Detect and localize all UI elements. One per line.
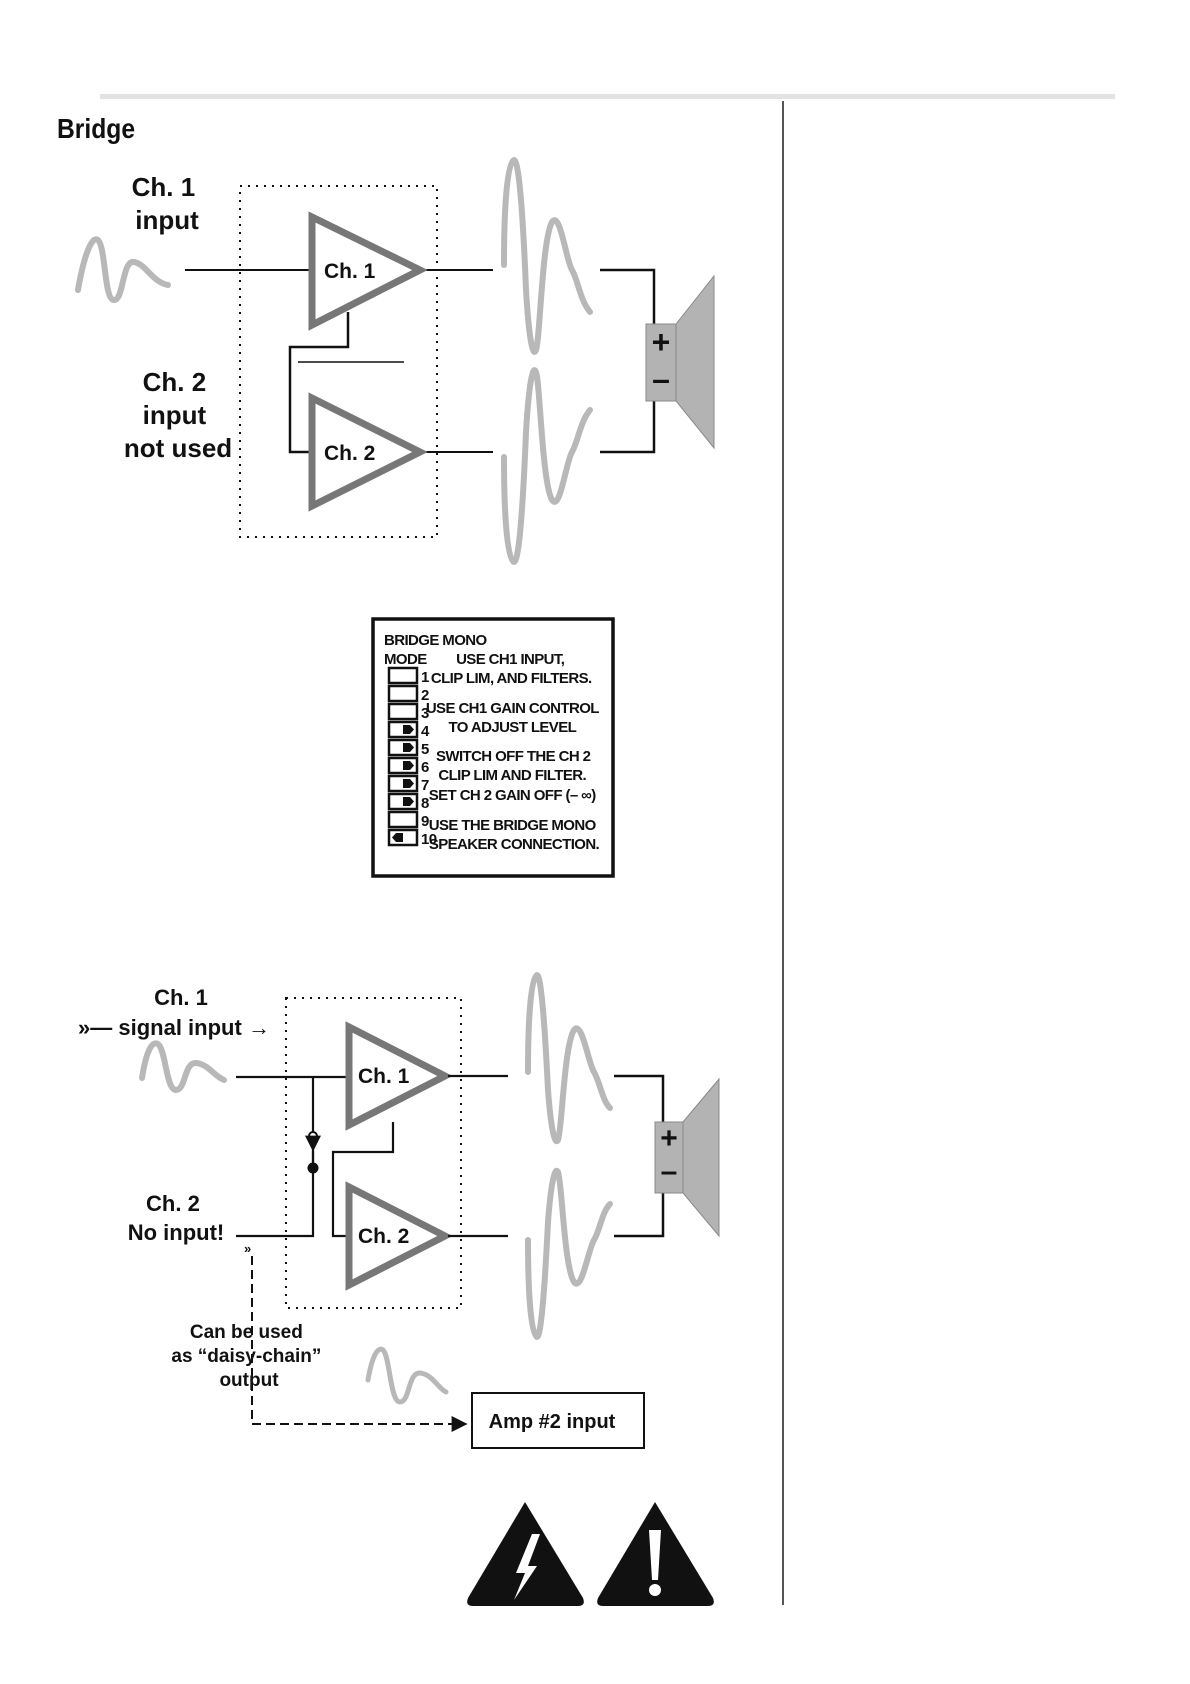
switch-number-4: 4 bbox=[421, 723, 430, 740]
ch1-amp-label: Ch. 1 bbox=[324, 260, 376, 283]
speaker-minus-symbol: – bbox=[652, 361, 670, 397]
daisy-chain-label-line1: Can be used bbox=[190, 1322, 303, 1343]
instruction-line-8: USE THE BRIDGE MONO bbox=[429, 817, 597, 834]
ch2-amplifier-2 bbox=[345, 1181, 453, 1291]
switch-number-1: 1 bbox=[421, 669, 429, 686]
dip-switch-1 bbox=[387, 666, 419, 685]
svg-text:»— signal input →: »— signal input → bbox=[78, 1015, 270, 1040]
switch-number-2: 2 bbox=[421, 687, 429, 704]
dip-switch-10-actuator bbox=[392, 833, 403, 842]
ch2-output-wave bbox=[501, 367, 593, 566]
ch1-signal-arrow-right: → bbox=[248, 1015, 270, 1040]
switch-number-7: 7 bbox=[421, 777, 429, 794]
switch-number-10: 10 bbox=[421, 831, 437, 848]
ch2-output-wave-2 bbox=[525, 1167, 613, 1341]
speaker-plus-symbol: + bbox=[652, 324, 671, 360]
svg-text:Ch. 2 No input!: Ch. 2 No input! bbox=[128, 1191, 225, 1245]
ch1-input-label-line2: input bbox=[135, 205, 199, 235]
exclamation-warning-icon bbox=[597, 1502, 714, 1606]
dip-switch-8-actuator bbox=[403, 797, 414, 806]
daisy-chain-line bbox=[251, 1256, 468, 1432]
switch-number-9: 9 bbox=[421, 813, 429, 830]
ch2-amp2-label: Ch. 2 bbox=[358, 1225, 409, 1248]
ch1-output-wave-2 bbox=[525, 971, 613, 1145]
svg-text:Can be used as “daisy-ch: Can be used as “daisy-chain” output bbox=[171, 1322, 326, 1391]
ch2-input-label-line1: Ch. 2 bbox=[143, 367, 207, 397]
dip-switch-4-actuator bbox=[403, 725, 414, 734]
ch2-no-input-label-line2: No input! bbox=[128, 1220, 225, 1245]
svg-text:Ch. 1 input: Ch. 1 input bbox=[132, 172, 203, 235]
ch1-amplifier-2 bbox=[345, 1021, 453, 1131]
switch-panel-title: BRIDGE MONO bbox=[384, 632, 488, 649]
column-divider bbox=[782, 101, 784, 1605]
speaker-minus-symbol-2: – bbox=[661, 1155, 678, 1188]
dip-switch-6-actuator bbox=[403, 761, 414, 770]
ch2-amplifier bbox=[308, 392, 428, 512]
speaker-plus-symbol-2: + bbox=[660, 1122, 678, 1155]
switch-number-8: 8 bbox=[421, 795, 429, 812]
instruction-line-3: USE CH1 GAIN CONTROL bbox=[426, 700, 599, 717]
instruction-line-5: SWITCH OFF THE CH 2 bbox=[436, 748, 591, 765]
daisy-chain-label-line2: as “daisy-chain” bbox=[171, 1346, 321, 1367]
section-title: Bridge bbox=[57, 113, 136, 144]
speaker-icon bbox=[645, 274, 715, 450]
instruction-line-9: SPEAKER CONNECTION. bbox=[429, 836, 600, 853]
instruction-line-4: TO ADJUST LEVEL bbox=[449, 719, 577, 736]
switch-number-5: 5 bbox=[421, 741, 429, 758]
ch2-amp-label: Ch. 2 bbox=[324, 442, 375, 465]
instruction-line-1: USE CH1 INPUT, bbox=[456, 651, 565, 668]
ch1-signal-arrow-left: »— bbox=[78, 1015, 112, 1040]
top-rule bbox=[100, 94, 1115, 99]
speaker-icon-2 bbox=[654, 1077, 720, 1238]
ch1-amp2-label: Ch. 1 bbox=[358, 1065, 410, 1088]
instruction-line-7: SET CH 2 GAIN OFF (– ∞) bbox=[429, 787, 597, 804]
switch-number-3: 3 bbox=[421, 705, 429, 722]
switch-number-6: 6 bbox=[421, 759, 429, 776]
instruction-line-2: CLIP LIM, AND FILTERS. bbox=[431, 670, 592, 687]
svg-text:Ch. 2 input not us: Ch. 2 input not used bbox=[124, 367, 232, 463]
bridge-diagram-1: Ch. 1 input Ch. 2 input not used Ch. 1 C… bbox=[75, 156, 715, 566]
svg-text:USE CH1 INPUT, CLIP LIM,: USE CH1 INPUT, CLIP LIM, AND FILTERS. US… bbox=[426, 651, 602, 853]
ch1-input-wave bbox=[75, 236, 171, 304]
dip-switch-7-actuator bbox=[403, 779, 414, 788]
ch1-input-label-line1: Ch. 1 bbox=[132, 172, 196, 202]
amplifier-enclosure-2 bbox=[285, 997, 462, 1309]
bridge-diagram-2: Ch. 1 »— signal input → Ch. 1 Ch. 2 bbox=[78, 971, 720, 1449]
amp2-input-label: Amp #2 input bbox=[489, 1411, 616, 1433]
ch1-signal-label-line1: Ch. 1 bbox=[154, 985, 208, 1010]
switch-panel-mode-label: MODE bbox=[384, 651, 427, 668]
dip-switch-2 bbox=[387, 684, 419, 703]
ch2-no-input-label-line1: Ch. 2 bbox=[146, 1191, 200, 1216]
ch1-amplifier bbox=[308, 211, 428, 331]
lightning-bolt-warning-icon bbox=[467, 1502, 584, 1606]
ch1-signal-wave bbox=[139, 1040, 227, 1094]
ch1-signal-label-line2: signal input bbox=[118, 1015, 242, 1040]
switch-bank bbox=[387, 666, 419, 847]
dip-switch-5-actuator bbox=[403, 743, 414, 752]
daisy-chain-label-line3: output bbox=[219, 1370, 279, 1391]
svg-text:»: » bbox=[244, 1241, 251, 1256]
dip-switch-9 bbox=[387, 810, 419, 829]
instruction-line-6: CLIP LIM AND FILTER. bbox=[438, 767, 586, 784]
dip-switch-3 bbox=[387, 702, 419, 721]
ch1-output-wave bbox=[501, 156, 593, 355]
ch2-input-label-line2: input bbox=[143, 400, 207, 430]
amp2-input-box bbox=[471, 1392, 645, 1449]
amplifier-enclosure bbox=[239, 185, 438, 538]
daisy-chain-wave bbox=[365, 1346, 449, 1405]
ch2-input-label-line3: not used bbox=[124, 433, 232, 463]
